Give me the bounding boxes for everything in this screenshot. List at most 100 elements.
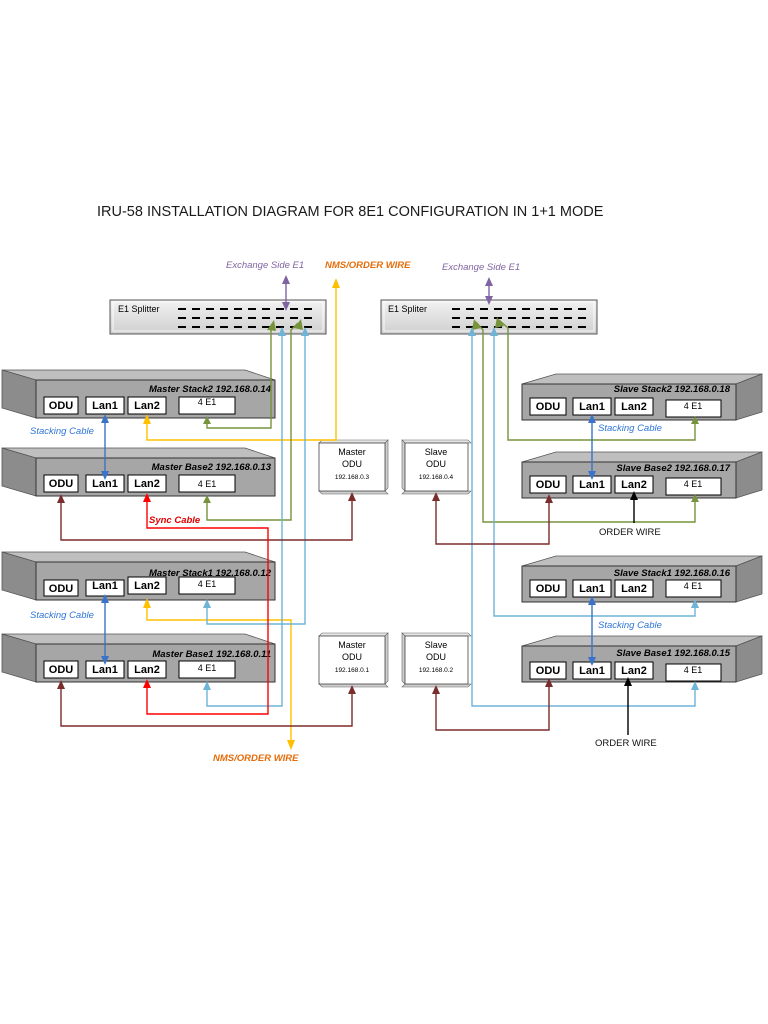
e1-port-label: 4 E1 <box>198 397 217 407</box>
device-name-slave-base1: Slave Base1 192.168.0.15 <box>616 648 730 659</box>
odu-port-label: ODU <box>49 400 74 412</box>
nms-order-wire-cable-top <box>143 278 340 441</box>
order-wire-label-upper: ORDER WIRE <box>599 527 661 538</box>
device-name-master-stack2: Master Stack2 192.168.0.14 <box>149 384 272 395</box>
order-wire-lead-slave-base1 <box>624 677 632 735</box>
odu-ip: 192.168.0.3 <box>335 474 370 481</box>
lan2-port-label: Lan2 <box>621 401 647 413</box>
odu-box-slave-2: Slave ODU 192.168.0.2 <box>401 632 472 688</box>
odu-cable-master-base2 <box>57 492 356 541</box>
odu-line2: ODU <box>426 652 446 662</box>
stacking-cable-label-master-1: Stacking Cable <box>30 610 94 621</box>
splitter-right-ports <box>452 308 588 328</box>
odu-ip: 192.168.0.4 <box>419 474 454 481</box>
lan1-port-label: Lan1 <box>579 583 605 595</box>
order-wire-lead-slave-base2 <box>630 491 638 523</box>
odu-ip: 192.168.0.2 <box>419 667 454 674</box>
e1-cable-master-stack1 <box>203 327 309 625</box>
exchange-e1-cable-right <box>485 277 493 305</box>
e1-splitter-left: E1 Splitter <box>109 299 327 335</box>
e1-port-label: 4 E1 <box>684 665 703 675</box>
e1-splitter-right: E1 Spliter <box>380 299 598 335</box>
exchange-side-e1-label-right: Exchange Side E1 <box>442 262 520 273</box>
exchange-e1-cable-left <box>282 275 290 311</box>
odu-box-slave-4: Slave ODU 192.168.0.4 <box>401 439 472 495</box>
lan2-port-label: Lan2 <box>621 665 647 677</box>
splitter-left-label: E1 Splitter <box>118 304 160 314</box>
device-name-slave-stack2: Slave Stack2 192.168.0.18 <box>614 384 731 395</box>
odu-line2: ODU <box>342 459 362 469</box>
stacking-cable-slave-2 <box>588 414 596 480</box>
stacking-cable-label-slave-1: Stacking Cable <box>598 620 662 631</box>
lan1-port-label: Lan1 <box>92 478 118 490</box>
lan2-port-label: Lan2 <box>134 400 160 412</box>
device-master-base1: Master Base1 192.168.0.11 ODU Lan1 Lan2 … <box>1 633 276 683</box>
stacking-cable-label-slave-2: Stacking Cable <box>598 423 662 434</box>
lan1-port-label: Lan1 <box>92 580 118 592</box>
e1-port-label: 4 E1 <box>684 401 703 411</box>
odu-line1: Master <box>338 640 366 650</box>
e1-port-label: 4 E1 <box>198 579 217 589</box>
odu-line2: ODU <box>342 652 362 662</box>
odu-line2: ODU <box>426 459 446 469</box>
odu-line1: Master <box>338 447 366 457</box>
device-slave-stack2: Slave Stack2 192.168.0.18 ODU Lan1 Lan2 … <box>521 373 763 421</box>
device-name-slave-stack1: Slave Stack1 192.168.0.16 <box>614 568 731 579</box>
odu-port-label: ODU <box>536 583 561 595</box>
device-slave-stack1: Slave Stack1 192.168.0.16 ODU Lan1 Lan2 … <box>521 555 763 603</box>
e1-cable-slave-stack1 <box>490 327 699 617</box>
lan1-port-label: Lan1 <box>92 400 118 412</box>
e1-port-label: 4 E1 <box>198 479 217 489</box>
diagram-title: IRU-58 INSTALLATION DIAGRAM FOR 8E1 CONF… <box>97 204 604 220</box>
e1-port-label: 4 E1 <box>684 581 703 591</box>
stacking-cable-master-1 <box>101 594 109 665</box>
nms-order-wire-label-top: NMS/ORDER WIRE <box>325 260 411 271</box>
lan2-port-label: Lan2 <box>134 580 160 592</box>
e1-port-label: 4 E1 <box>684 479 703 489</box>
odu-line1: Slave <box>425 447 448 457</box>
odu-ip: 192.168.0.1 <box>335 667 370 674</box>
lan2-port-label: Lan2 <box>621 479 647 491</box>
odu-port-label: ODU <box>536 401 561 413</box>
lan2-port-label: Lan2 <box>134 478 160 490</box>
stacking-cable-master-2 <box>101 414 109 480</box>
stacking-cable-label-master-2: Stacking Cable <box>30 426 94 437</box>
odu-port-label: ODU <box>536 665 561 677</box>
nms-order-wire-cable-bottom <box>143 598 295 750</box>
lan1-port-label: Lan1 <box>92 664 118 676</box>
odu-port-label: ODU <box>49 583 74 595</box>
odu-port-label: ODU <box>49 664 74 676</box>
nms-order-wire-label-bottom: NMS/ORDER WIRE <box>213 753 299 764</box>
odu-line1: Slave <box>425 640 448 650</box>
odu-cable-slave-base2 <box>432 492 553 545</box>
device-slave-base1: Slave Base1 192.168.0.15 ODU Lan1 Lan2 4… <box>521 635 763 683</box>
lan1-port-label: Lan1 <box>579 401 605 413</box>
lan1-port-label: Lan1 <box>579 665 605 677</box>
splitter-right-label: E1 Spliter <box>388 304 427 314</box>
device-master-stack1: Master Stack1 192.168.0.12 ODU Lan1 Lan2… <box>1 551 276 601</box>
device-name-master-stack1: Master Stack1 192.168.0.12 <box>149 568 272 579</box>
odu-cable-master-base1 <box>57 680 356 727</box>
device-master-stack2: Master Stack2 192.168.0.14 ODU Lan1 Lan2… <box>1 369 276 419</box>
sync-cable <box>143 493 269 715</box>
e1-cable-master-stack2 <box>203 320 276 429</box>
odu-port-label: ODU <box>536 479 561 491</box>
e1-cable-slave-base1 <box>468 327 699 707</box>
e1-cable-master-base1 <box>203 327 286 707</box>
device-name-slave-base2: Slave Base2 192.168.0.17 <box>616 463 730 474</box>
device-name-master-base1: Master Base1 192.168.0.11 <box>152 649 271 660</box>
exchange-side-e1-label-left: Exchange Side E1 <box>226 260 304 271</box>
lan1-port-label: Lan1 <box>579 479 605 491</box>
lan2-port-label: Lan2 <box>134 664 160 676</box>
device-slave-base2: Slave Base2 192.168.0.17 ODU Lan1 Lan2 4… <box>521 451 763 499</box>
odu-box-master-1: Master ODU 192.168.0.1 <box>318 632 389 688</box>
stacking-cable-slave-1 <box>588 596 596 666</box>
lan2-port-label: Lan2 <box>621 583 647 595</box>
e1-cable-slave-base2 <box>472 319 699 523</box>
order-wire-label-lower: ORDER WIRE <box>595 738 657 749</box>
splitter-left-ports <box>178 308 314 328</box>
e1-cable-master-base2 <box>203 319 303 521</box>
device-master-base2: Master Base2 192.168.0.13 ODU Lan1 Lan2 … <box>1 447 276 497</box>
odu-cable-slave-base1 <box>432 678 553 731</box>
